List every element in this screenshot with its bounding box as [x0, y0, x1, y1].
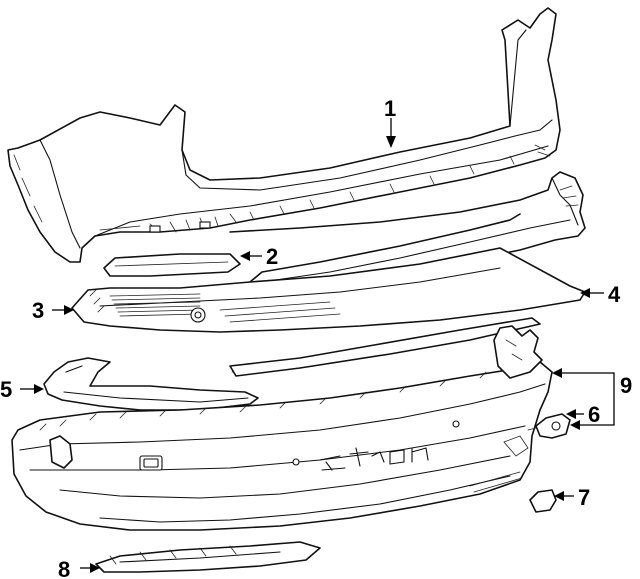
callout-1: 1 — [384, 96, 396, 121]
callout-6: 6 — [588, 402, 600, 427]
bumper-cover-part — [7, 7, 561, 263]
reflector-part — [103, 253, 241, 277]
callout-labels: 1 2 3 4 5 6 7 8 9 — [0, 96, 632, 579]
callout-4: 4 — [608, 282, 621, 307]
grille-insert-part — [71, 247, 586, 333]
callout-9: 9 — [620, 373, 632, 398]
cover-cap-part — [529, 489, 557, 513]
callout-8: 8 — [58, 557, 70, 579]
lower-valance-part — [95, 541, 321, 573]
sensor-part — [527, 413, 571, 439]
callout-3: 3 — [32, 298, 44, 323]
callout-2: 2 — [266, 244, 278, 269]
leader-lines — [20, 118, 615, 573]
callout-7: 7 — [578, 485, 590, 510]
callout-5: 5 — [0, 377, 12, 402]
side-molding-part — [43, 317, 541, 411]
lower-bumper-part — [11, 325, 553, 531]
